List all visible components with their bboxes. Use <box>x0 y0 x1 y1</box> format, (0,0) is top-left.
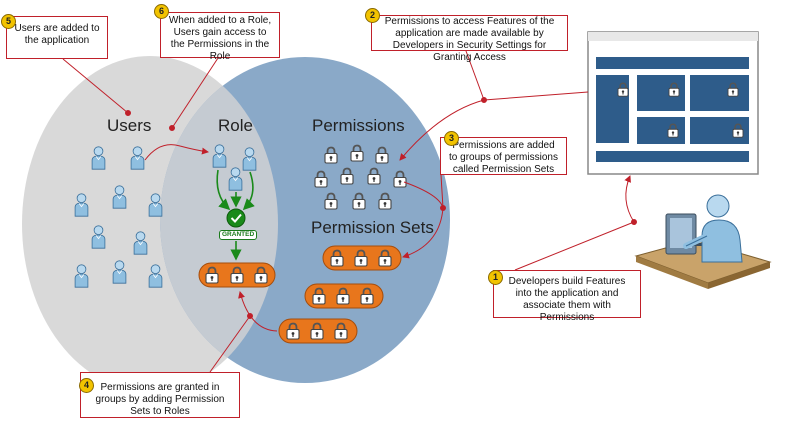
permission-set-3 <box>278 318 358 344</box>
callout-lines <box>62 50 637 373</box>
callout-3-text: Permissions are added to groups of permi… <box>449 140 558 175</box>
grant-arrows <box>216 169 255 261</box>
callout-2-text: Permissions to access Features of the ap… <box>384 16 555 63</box>
role-overlap <box>160 57 278 383</box>
callout-4-text: Permissions are granted in groups by add… <box>95 382 225 417</box>
role-permission-set <box>198 262 276 288</box>
application-window-icon <box>587 31 759 175</box>
users-label: Users <box>107 116 152 135</box>
badge-1: 1 <box>488 270 503 285</box>
check-circle-icon <box>226 208 246 228</box>
callout-4: Permissions are granted in groups by add… <box>80 372 240 418</box>
badge-5: 5 <box>1 14 16 29</box>
callout-3: Permissions are added to groups of permi… <box>440 137 567 175</box>
granted-tag: GRANTED <box>219 230 258 240</box>
callout-1-text: Developers build Features into the appli… <box>508 276 626 323</box>
callout-5-text: Users are added to the application <box>14 23 100 46</box>
permission-set-1 <box>322 245 402 271</box>
callout-2: Permissions to access Features of the ap… <box>371 15 568 63</box>
callout-6-text: When added to a Role, Users gain access … <box>168 15 272 62</box>
badge-6: 6 <box>154 4 169 19</box>
developer-at-computer-icon <box>634 194 772 289</box>
permission-sets-label: Permission Sets <box>311 218 434 237</box>
permission-set-2 <box>304 283 384 309</box>
permissions-label: Permissions <box>312 116 405 135</box>
callout-6: When added to a Role, Users gain access … <box>160 12 280 62</box>
callout-5: Users are added to the application <box>6 16 108 59</box>
badge-4: 4 <box>79 378 94 393</box>
badge-2: 2 <box>365 8 380 23</box>
badge-3: 3 <box>444 131 459 146</box>
role-label: Role <box>218 116 253 135</box>
callout-1: Developers build Features into the appli… <box>493 270 641 323</box>
